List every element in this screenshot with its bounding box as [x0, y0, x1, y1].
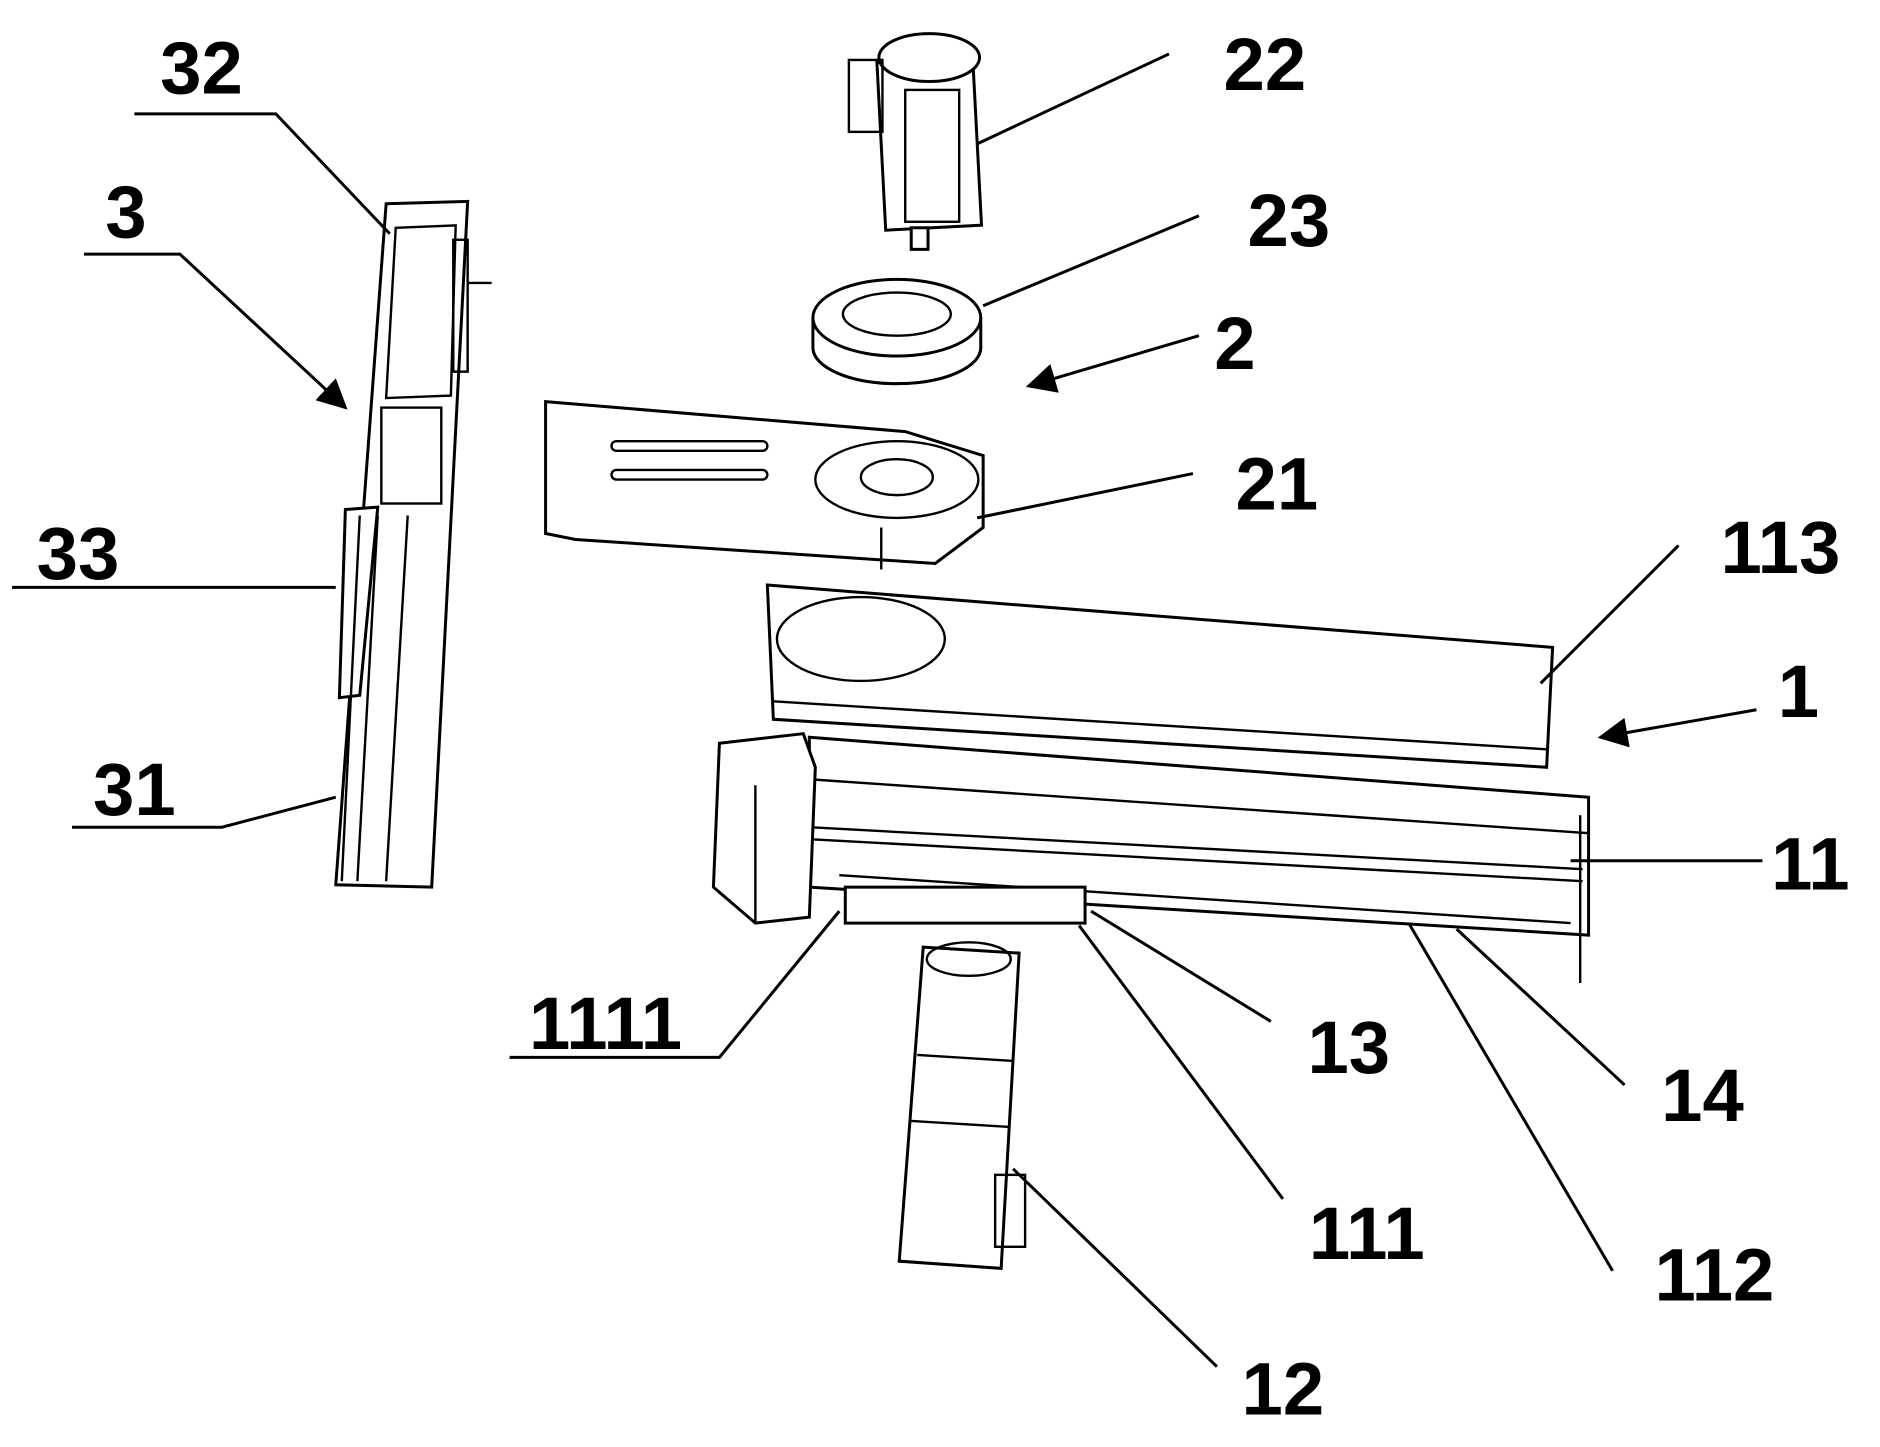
arm-21 [546, 402, 984, 570]
label-31: 31 [93, 748, 176, 831]
label-33: 33 [37, 512, 120, 595]
label-14: 14 [1661, 1054, 1744, 1137]
label-1: 1 [1778, 650, 1819, 733]
cover-plate-113 [767, 585, 1552, 767]
label-1111: 1111 [529, 982, 682, 1065]
label-22: 22 [1224, 23, 1307, 106]
vertical-module-3 [336, 201, 492, 887]
label-3: 3 [105, 170, 146, 253]
label-12: 12 [1242, 1348, 1325, 1431]
label-113: 113 [1720, 506, 1840, 589]
rail-module-11 [713, 734, 1588, 983]
label-111: 111 [1309, 1192, 1425, 1275]
motor-22 [849, 34, 982, 250]
label-32: 32 [160, 27, 243, 110]
label-2: 2 [1214, 302, 1255, 385]
label-13: 13 [1307, 1006, 1390, 1089]
reducer-23 [813, 279, 981, 383]
label-21: 21 [1236, 443, 1319, 526]
label-11: 11 [1771, 823, 1850, 906]
label-23: 23 [1248, 179, 1331, 262]
motor-12 [899, 942, 1025, 1268]
label-112: 112 [1655, 1234, 1775, 1317]
